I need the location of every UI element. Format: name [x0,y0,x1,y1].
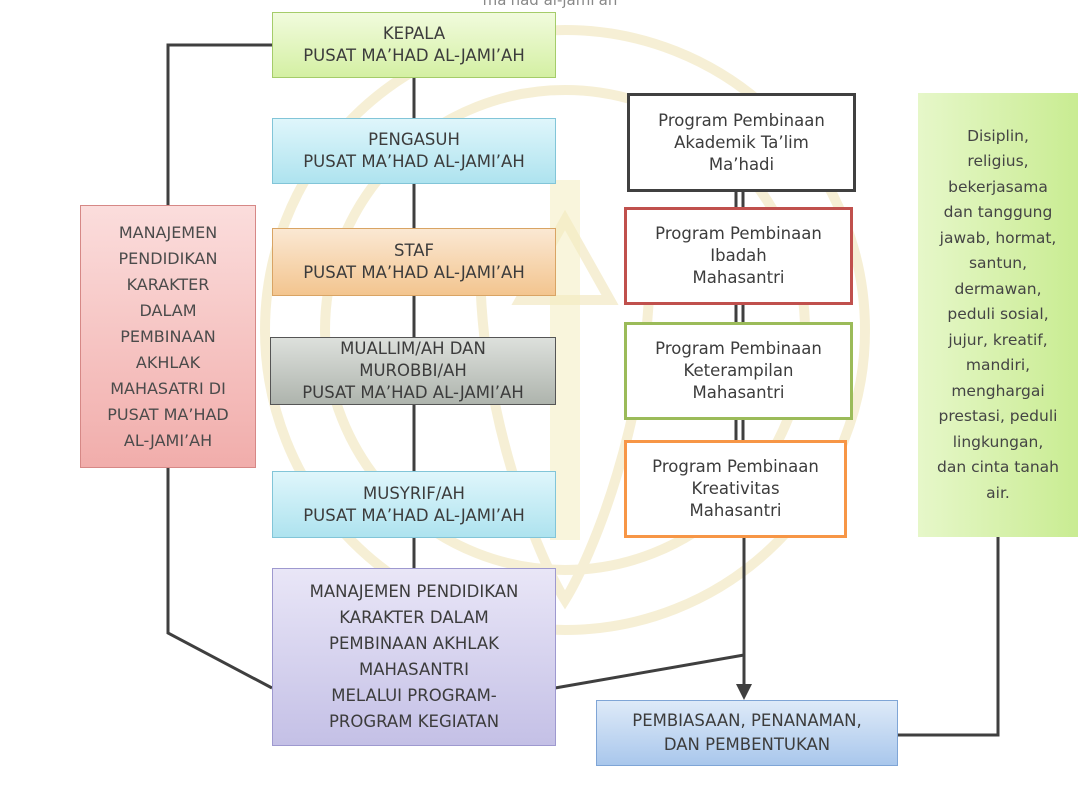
program-ibadah-box: Program Pembinaan Ibadah Mahasantri [624,207,853,305]
staf-box: STAF PUSAT MA’HAD AL-JAMI’AH [272,228,556,296]
musyrif-line: MUSYRIF/AH [363,483,465,503]
value-line: Disiplin, [967,126,1029,145]
program-line: Mahasantri [692,268,785,287]
program-line: Program Pembinaan [655,339,822,358]
manajemen-program-line: PROGRAM KEGIATAN [328,712,500,731]
value-line: jujur, kreatif, [948,330,1048,349]
pengasuh-line: PUSAT MA’HAD AL-JAMI’AH [303,152,525,171]
program-line: Ma’hadi [708,154,775,174]
left-box-line: MAHASATRI DI [110,378,226,398]
left-box-line: DALAM [139,300,197,320]
value-line: jawab, hormat, [939,228,1057,247]
value-line: prestasi, peduli [938,407,1058,426]
left-box-line: AKHLAK [135,352,201,372]
outcome-line: DAN PEMBENTUKAN [663,735,831,754]
musyrif-line: PUSAT MA’HAD AL-JAMI’AH [303,505,525,525]
kepala-box: KEPALA PUSAT MA’HAD AL-JAMI’AH [272,12,556,78]
manajemen-program-line: MAHASANTRI [358,660,470,679]
program-line: Program Pembinaan [652,457,819,476]
value-line: dan cinta tanah [937,458,1059,477]
page-title: ma'had al-jami'ah [482,0,618,9]
muallim-murobbi-box: MUALLIM/AH DAN MUROBBI/AH PUSAT MA’HAD A… [270,337,556,405]
program-line: Mahasantri [689,501,782,520]
value-line: peduli sosial, [947,305,1049,324]
kepala-line: KEPALA [382,24,446,43]
left-box-line: AL-JAMI’AH [123,430,213,450]
muallim-line: MUROBBI/AH [359,361,467,380]
value-line: dan tanggung [943,203,1053,222]
manajemen-program-box: MANAJEMEN PENDIDIKAN KARAKTER DALAM PEMB… [272,568,556,746]
pengasuh-box: PENGASUH PUSAT MA’HAD AL-JAMI’AH [272,118,556,184]
program-line: Program Pembinaan [655,224,822,243]
value-line: dermawan, [954,279,1042,298]
value-line: menghargai [951,381,1045,400]
muallim-line: MUALLIM/AH DAN [340,339,486,358]
kepala-line: PUSAT MA’HAD AL-JAMI’AH [303,46,525,65]
value-line: air. [986,483,1010,502]
program-line: Ibadah [710,246,767,265]
program-kreativitas-box: Program Pembinaan Kreativitas Mahasantri [624,440,847,538]
value-line: bekerjasama [948,177,1048,196]
manajemen-pendidikan-karakter-box: MANAJEMEN PENDIDIKAN KARAKTER DALAM PEMB… [80,205,256,468]
program-line: Akademik Ta’lim [674,132,809,152]
manajemen-program-line: MELALUI PROGRAM- [331,686,497,705]
program-line: Program Pembinaan [658,110,825,130]
pembiasaan-box: PEMBIASAAN, PENANAMAN, DAN PEMBENTUKAN [596,700,898,766]
program-akademik-box: Program Pembinaan Akademik Ta’lim Ma’had… [627,93,856,192]
pengasuh-line: PENGASUH [368,130,460,149]
program-line: Mahasantri [692,383,785,402]
program-keterampilan-box: Program Pembinaan Keterampilan Mahasantr… [624,322,853,420]
muallim-line: PUSAT MA’HAD AL-JAMI’AH [302,383,524,402]
value-line: mandiri, [965,356,1031,375]
left-box-line: PENDIDIKAN [118,248,218,268]
manajemen-program-line: KARAKTER DALAM [339,608,489,627]
character-values-box: Disiplin, religius, bekerjasama dan tang… [918,93,1078,537]
staf-line: STAF [393,241,435,260]
left-box-line: PUSAT MA’HAD [107,404,229,424]
value-line: lingkungan, [952,432,1044,451]
left-box-line: KARAKTER [126,274,210,294]
program-line: Kreativitas [691,479,780,498]
program-line: Keterampilan [683,361,794,380]
manajemen-program-line: PEMBINAAN AKHLAK [329,634,499,653]
value-line: santun, [968,254,1028,273]
left-box-line: MANAJEMEN [118,222,218,242]
musyrif-box: MUSYRIF/AH PUSAT MA’HAD AL-JAMI’AH [272,471,556,538]
outcome-line: PEMBIASAAN, PENANAMAN, [632,711,862,730]
staf-line: PUSAT MA’HAD AL-JAMI’AH [303,263,525,282]
manajemen-program-line: MANAJEMEN PENDIDIKAN [309,582,519,601]
left-box-line: PEMBINAAN [120,326,216,346]
value-line: religius, [967,152,1029,171]
